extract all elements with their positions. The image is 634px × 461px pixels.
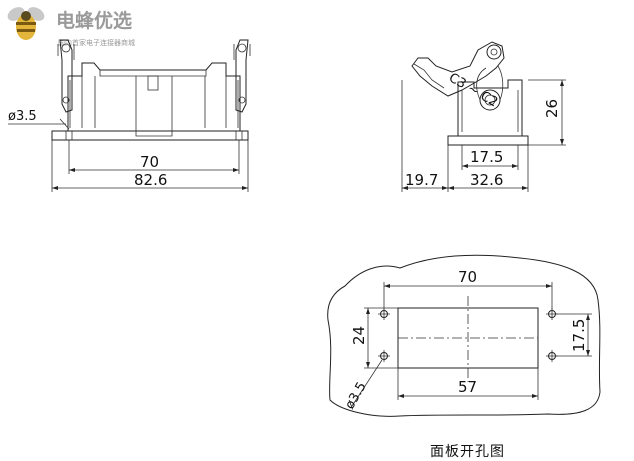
watermark-tagline: 国内首家电子连接器商城 [58, 38, 135, 47]
panel-outline [327, 254, 601, 417]
side-dim-19-7: 19.7 [405, 171, 438, 189]
front-view: ø3.5 70 82.6 [8, 39, 251, 192]
front-dim-82-6: 82.6 [134, 171, 167, 189]
right-lever [233, 39, 251, 113]
panel-cutout: 70 24 17.5 57 ø3.5 面板开孔图 [327, 254, 601, 460]
mount-holes [378, 308, 558, 362]
front-dim-70: 70 [140, 153, 159, 171]
cutout-hole-leader [351, 359, 383, 407]
left-lever [57, 39, 75, 113]
side-dim-26: 26 [543, 99, 561, 118]
watermark-logo: 电蜂优选 国内首家电子连接器商城 [7, 7, 135, 47]
cutout-dim-70: 70 [458, 268, 477, 286]
side-base [447, 135, 529, 146]
cutout-caption: 面板开孔图 [430, 444, 505, 460]
cutout-dim-17-5: 17.5 [570, 319, 588, 352]
cutout-dim-24: 24 [350, 326, 368, 345]
front-base-plate [51, 130, 249, 141]
front-hole-dia-label: ø3.5 [8, 109, 37, 124]
front-housing [67, 62, 241, 131]
side-housing [457, 79, 523, 136]
side-dim-32-6: 32.6 [470, 171, 503, 189]
side-dim-17-5: 17.5 [470, 148, 503, 166]
side-view: C3 ~ C2 26 17.5 19.7 32.6 [401, 41, 566, 192]
cutout-dim-57: 57 [458, 378, 477, 396]
bee-icon [7, 7, 45, 40]
watermark-brand: 电蜂优选 [56, 9, 132, 32]
